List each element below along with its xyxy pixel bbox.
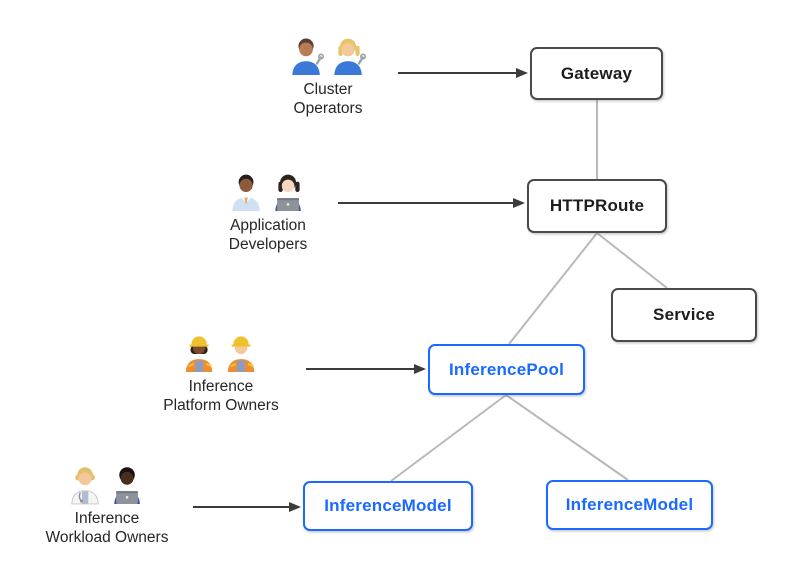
persona-cluster-operators: Cluster Operators <box>243 34 413 118</box>
edge-inferencepool-inferencemodel-2 <box>505 394 629 481</box>
node-service: Service <box>611 288 757 342</box>
persona-inference-platform-owners: Inference Platform Owners <box>136 331 306 415</box>
node-gateway: Gateway <box>530 47 663 100</box>
edge-httproute-inferencepool <box>508 232 598 345</box>
persona-application-developers-label: Application Developers <box>228 217 308 253</box>
node-inference-model-1: InferenceModel <box>303 481 473 531</box>
node-inference-pool-label: InferencePool <box>448 359 565 379</box>
man-office-worker-and-woman-technologist-emoji-icon <box>229 170 307 212</box>
persona-application-developers: Application Developers <box>183 170 353 254</box>
man-mechanic-emoji-icon <box>292 38 325 75</box>
node-inference-model-2-label: InferenceModel <box>565 495 694 514</box>
node-httproute: HTTPRoute <box>527 179 667 233</box>
edge-inferencepool-inferencemodel-1 <box>390 394 507 482</box>
persona-inference-workload-owners-label: Inference Workload Owners <box>45 510 169 546</box>
persona-cluster-operators-label: Cluster Operators <box>293 81 363 117</box>
man-mechanic-and-woman-mechanic-emoji-icon <box>289 34 367 76</box>
man-technologist-emoji-icon <box>114 467 140 504</box>
woman-construction-worker-emoji-icon <box>185 336 213 372</box>
node-inference-pool: InferencePool <box>428 344 585 395</box>
edge-httproute-service <box>596 232 668 289</box>
persona-inference-workload-owners: Inference Workload Owners <box>22 463 192 547</box>
node-inference-model-1-label: InferenceModel <box>324 496 452 515</box>
persona-inference-platform-owners-label: Inference Platform Owners <box>163 378 279 414</box>
woman-technologist-emoji-icon <box>275 174 301 211</box>
node-httproute-label: HTTPRoute <box>549 196 645 215</box>
man-construction-worker-emoji-icon <box>227 336 255 372</box>
node-service-label: Service <box>653 305 715 324</box>
health-worker-emoji-icon <box>71 467 99 505</box>
node-inference-model-2: InferenceModel <box>546 480 713 530</box>
node-gateway-label: Gateway <box>560 63 633 83</box>
man-office-worker-emoji-icon <box>232 174 260 211</box>
woman-and-man-construction-worker-emoji-icon <box>182 331 260 373</box>
health-worker-and-man-technologist-emoji-icon <box>68 463 146 505</box>
woman-mechanic-emoji-icon <box>334 38 367 75</box>
